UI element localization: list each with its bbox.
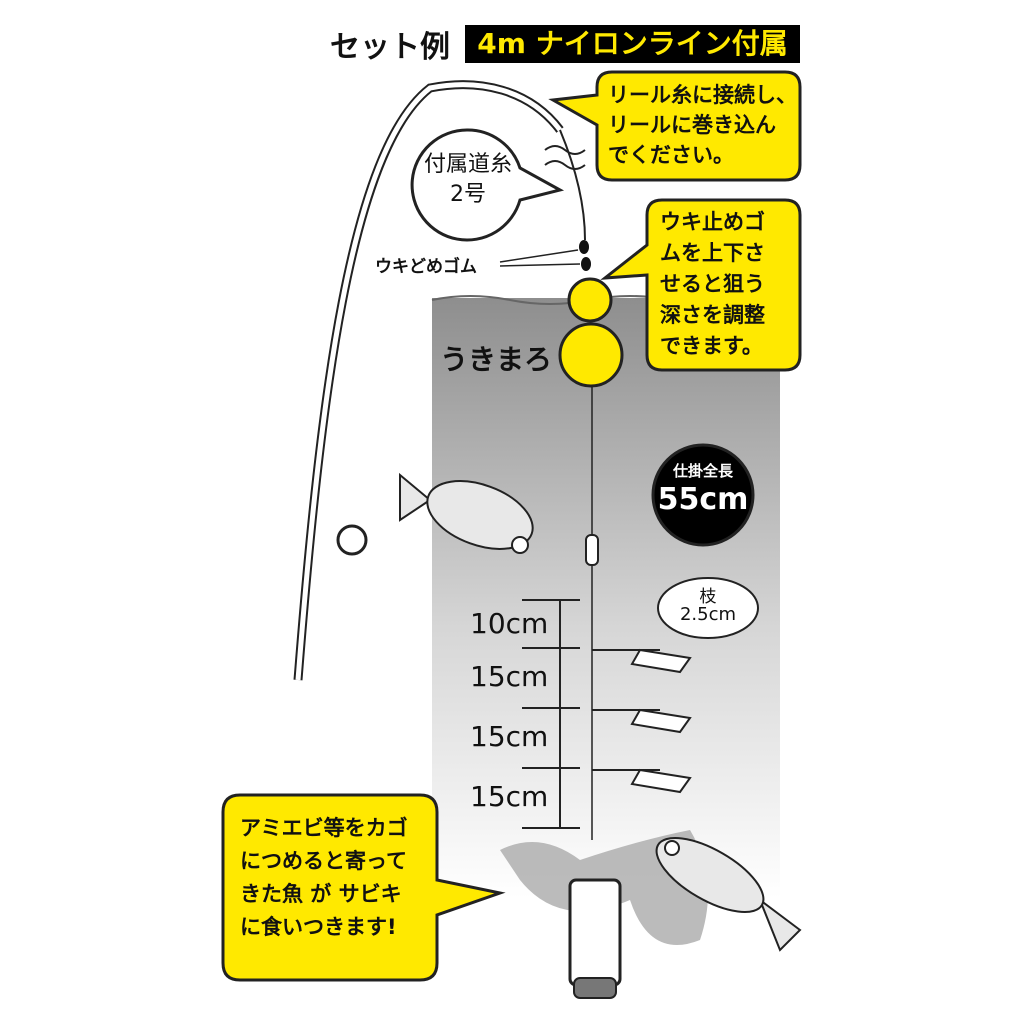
line-bubble: [410, 128, 565, 242]
dimension-lines: [522, 599, 580, 829]
bait-bubble: [221, 793, 506, 982]
stopper-note: ウキ止めゴ ムを上下さ せると狙う 深さを調整 できます。: [660, 210, 765, 358]
dimension-label: 15cm: [470, 720, 549, 753]
dimension-label: 15cm: [470, 780, 549, 813]
dimension-label: 15cm: [470, 660, 549, 693]
main-line: [559, 129, 586, 241]
dimension-label: 10cm: [470, 607, 549, 640]
branch-badge: [657, 577, 759, 639]
stopper-bubble: [600, 198, 802, 372]
branch-value: 2.5cm: [679, 604, 737, 625]
sinker-cage: [568, 878, 622, 987]
reel-note: リール糸に接続し、 リールに巻き込ん でください。: [608, 83, 797, 167]
line-spec: 付属道糸 2号: [423, 152, 512, 207]
total-length-badge: [651, 443, 755, 547]
bait-note: アミエビ等をカゴ につめると寄って きた魚 が サビキ に食いつきます!: [240, 816, 408, 939]
line-banner: 4m ナイロンライン付属: [465, 25, 800, 63]
reel-icon: [336, 524, 368, 556]
total-length-value: 55cm: [657, 482, 749, 517]
swivel: [585, 534, 599, 566]
reel-bubble: [548, 70, 802, 182]
total-length-title: 仕掛全長: [672, 462, 733, 480]
hooks: [592, 648, 692, 794]
branch-title: 枝: [699, 587, 717, 607]
page-title: セット例: [330, 30, 450, 65]
fish-icon: [399, 472, 802, 952]
float-name: うきまろ: [440, 343, 553, 376]
float-large: [558, 322, 624, 388]
stopper-rubber: [579, 240, 589, 254]
stopper-label: ウキどめゴム: [375, 257, 477, 277]
float-small: [567, 277, 613, 323]
